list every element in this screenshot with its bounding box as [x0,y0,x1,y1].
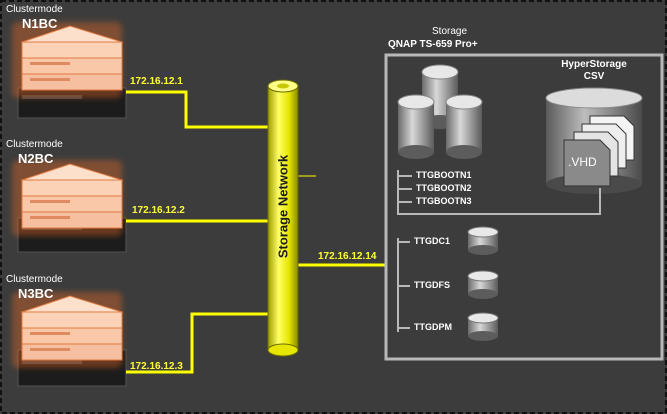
disk-ttgdfs-icon [467,270,499,299]
storage-ip: 172.16.12.14 [318,251,377,262]
boot-volume-3: TTGBOOTN3 [416,196,472,206]
server-n1bc-icon [12,22,127,119]
server-n3bc-icon [12,292,127,387]
node-1-name: N1BC [22,16,58,31]
node-3-ip: 172.16.12.3 [130,361,183,372]
hyperstorage-title: HyperStorage [561,59,627,70]
storage-network-label: Storage Network [275,154,291,259]
vhd-file-label: .VHD [568,155,597,169]
node-2-name: N2BC [18,151,54,166]
hyperstorage-subtitle: CSV [583,71,605,82]
storage-heading: Storage [432,26,468,37]
disk-ttgdpm-icon [467,312,499,341]
storage-model: QNAP TS-659 Pro+ [388,39,478,50]
node-3-name: N3BC [18,286,54,301]
node-2-role: Clustermode [6,139,63,150]
disk-volume-2: TTGDFS [414,280,450,290]
boot-volume-1: TTGBOOTN1 [416,170,472,180]
disk-ttgdc1-icon [467,226,499,255]
node-2-ip: 172.16.12.2 [132,205,185,216]
link-n1bc [126,90,272,129]
storage-box [384,53,664,361]
disk-volume-1: TTGDC1 [414,236,450,246]
node-3-role: Clustermode [6,274,63,285]
node-1-ip: 172.16.12.1 [130,76,183,87]
boot-volume-2: TTGBOOTN2 [416,183,472,193]
server-n2bc-icon [12,160,127,253]
storage-cylinders-icon [397,64,483,159]
storage-network-pipe [267,79,299,357]
boot-to-csv-line [397,188,601,215]
vhd-files-icon [563,115,635,187]
disk-volume-3: TTGDPM [414,322,452,332]
node-1-role: Clustermode [6,4,63,15]
link-n3bc [126,312,272,374]
